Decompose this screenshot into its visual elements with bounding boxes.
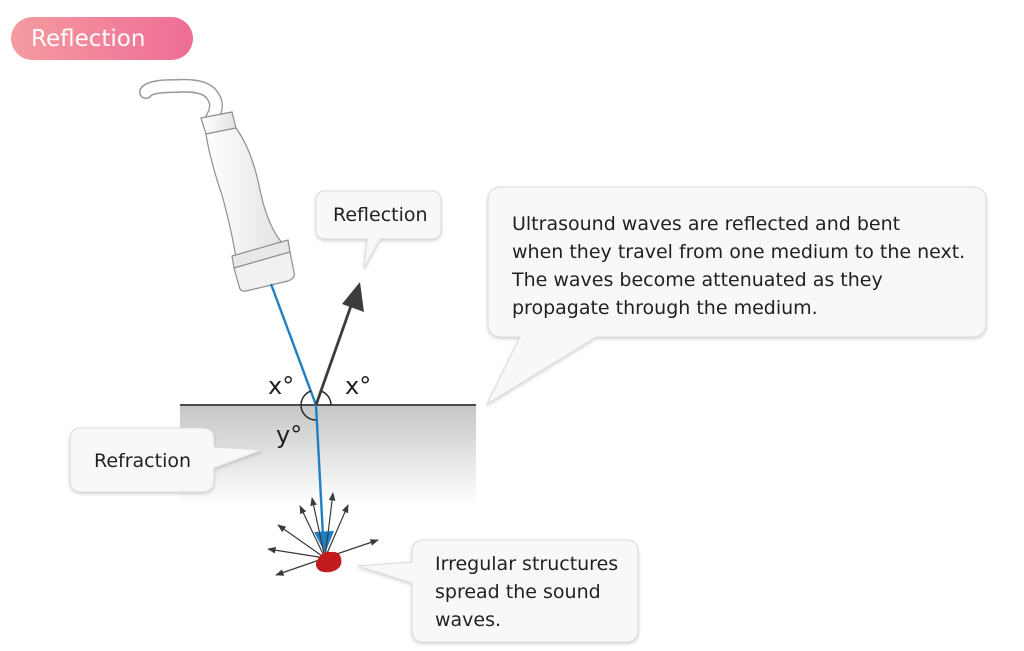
- main-callout-text: Ultrasound waves are reflected and bent …: [512, 210, 965, 322]
- refracted-angle-label: y°: [276, 421, 303, 449]
- main-callout-line: propagate through the medium.: [512, 297, 818, 319]
- main-callout-bubble: [485, 186, 987, 406]
- page-title: Reflection: [31, 25, 146, 52]
- main-callout-line: Ultrasound waves are reflected and bent: [512, 213, 901, 235]
- reflection-callout-text: Reflection: [333, 204, 428, 226]
- refraction-callout-bubble: [69, 427, 263, 493]
- irregular-callout-line: spread the sound: [435, 581, 601, 603]
- reflected-arrow: [314, 282, 364, 406]
- main-callout-line: when they travel from one medium to the …: [512, 241, 966, 263]
- refraction-callout-text: Refraction: [94, 450, 192, 472]
- title-badge: Reflection: [11, 17, 193, 60]
- reflected-angle-label: x°: [345, 372, 372, 400]
- refracted-beam: [314, 404, 334, 553]
- ultrasound-probe-icon: [139, 78, 295, 292]
- angle-arcs: [300, 390, 332, 421]
- irregular-callout-bubble: [357, 539, 639, 643]
- irregular-callout-text: Irregular structures spread the sound wa…: [435, 550, 618, 634]
- reflection-callout-bubble: [315, 190, 442, 269]
- irregular-structure-icon: [315, 551, 342, 573]
- irregular-callout-line: waves.: [435, 609, 502, 631]
- main-callout-line: The waves become attenuated as they: [512, 269, 883, 291]
- irregular-callout-line: Irregular structures: [435, 553, 619, 575]
- incident-angle-label: x°: [268, 372, 295, 400]
- incident-beam: [269, 283, 318, 406]
